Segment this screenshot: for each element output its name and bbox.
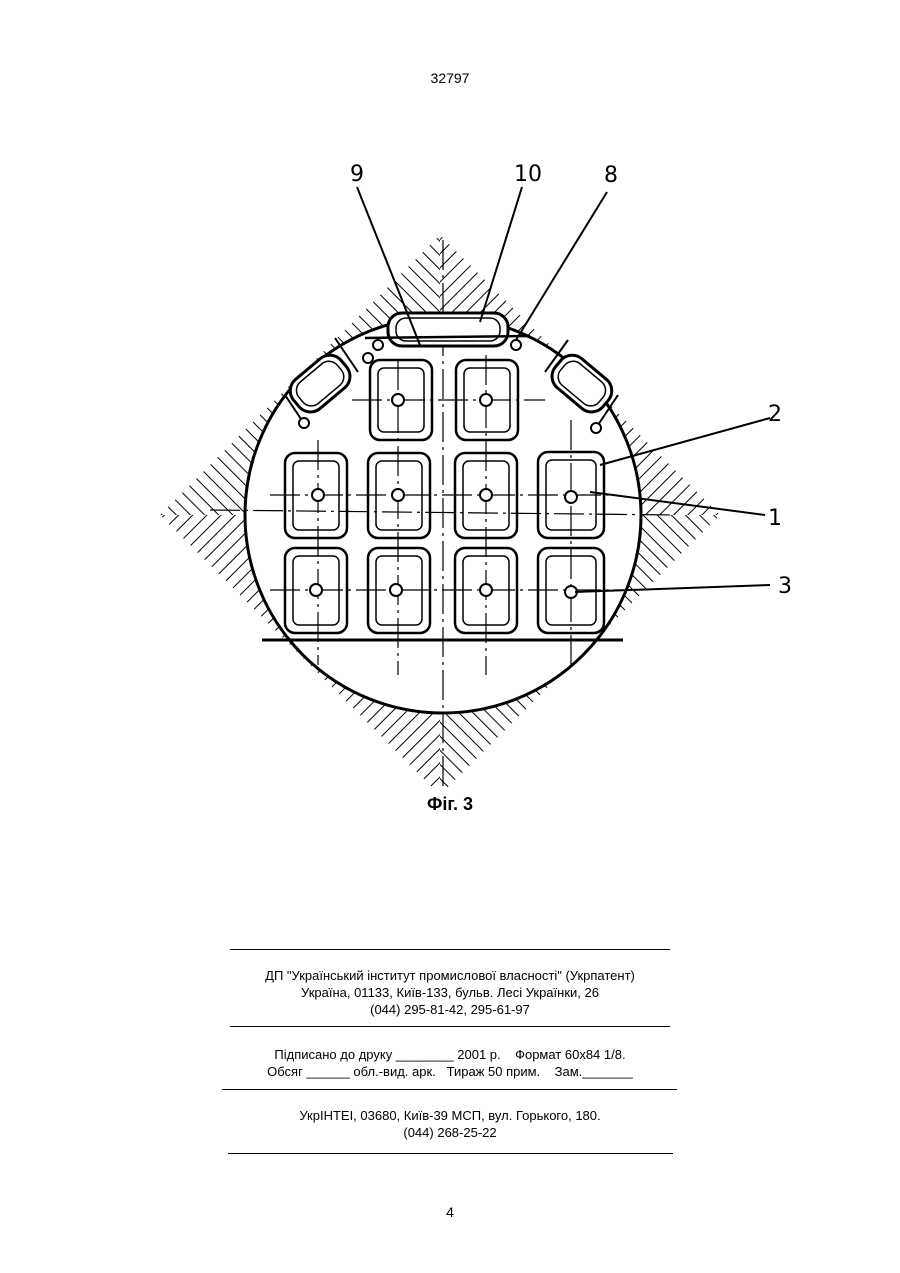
divider xyxy=(230,1026,670,1027)
publisher-block: ДП "Український інститут промислової вла… xyxy=(0,967,900,1018)
ref-label-10: 10 xyxy=(514,162,542,187)
ref-label-3: 3 xyxy=(778,574,792,599)
print-info-line-2: Обсяг ______ обл.-вид. арк. Тираж 50 при… xyxy=(0,1063,900,1080)
divider xyxy=(230,949,670,950)
publisher-name: ДП "Український інститут промислової вла… xyxy=(0,967,900,984)
ref-label-9: 9 xyxy=(350,162,364,187)
page-code: 32797 xyxy=(0,70,900,86)
print-info-block: Підписано до друку ________ 2001 р. Форм… xyxy=(0,1046,900,1080)
printer-block: УкрІНТЕІ, 03680, Київ-39 МСП, вул. Горьк… xyxy=(0,1107,900,1141)
divider xyxy=(222,1089,677,1090)
page-number: 4 xyxy=(0,1204,900,1220)
divider xyxy=(228,1153,673,1154)
technical-drawing: 9 10 8 2 1 3 xyxy=(0,150,900,790)
publisher-phone: (044) 295-81-42, 295-61-97 xyxy=(0,1001,900,1018)
ref-label-2: 2 xyxy=(768,402,782,427)
print-info-line-1: Підписано до друку ________ 2001 р. Форм… xyxy=(0,1046,900,1063)
printer-address: УкрІНТЕІ, 03680, Київ-39 МСП, вул. Горьк… xyxy=(0,1107,900,1124)
figure-caption: Фіг. 3 xyxy=(0,794,900,815)
publisher-address: Україна, 01133, Київ-133, бульв. Лесі Ук… xyxy=(0,984,900,1001)
ref-label-8: 8 xyxy=(604,163,618,188)
printer-phone: (044) 268-25-22 xyxy=(0,1124,900,1141)
ref-label-1: 1 xyxy=(768,506,782,531)
